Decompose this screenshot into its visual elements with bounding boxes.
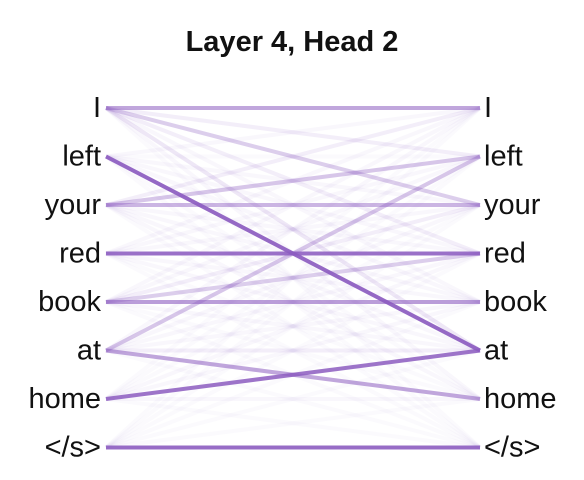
page-title: Layer 4, Head 2 (185, 26, 399, 58)
attention-line (105, 154, 481, 207)
source-token-label[interactable]: home (28, 383, 101, 415)
attention-line (105, 154, 481, 304)
attention-line (105, 106, 481, 159)
target-token-label[interactable]: left (484, 141, 523, 173)
target-token-label[interactable]: home (484, 383, 557, 415)
attention-line (105, 251, 481, 304)
attention-line (105, 106, 481, 207)
target-token-label[interactable]: book (484, 286, 547, 318)
attention-line (105, 154, 481, 353)
target-token-label[interactable]: </s> (484, 432, 540, 464)
attention-line (105, 348, 481, 401)
attention-line (105, 203, 481, 353)
attention-line (105, 203, 481, 353)
attention-line (105, 300, 481, 353)
attention-line (105, 106, 481, 256)
target-token-label[interactable]: at (484, 335, 508, 367)
source-token-label[interactable]: left (62, 141, 101, 173)
attention-line (104, 106, 482, 353)
target-token-label[interactable]: I (484, 92, 492, 124)
source-token-label[interactable]: I (93, 92, 101, 124)
attention-line (105, 154, 481, 207)
attention-line (104, 106, 482, 353)
target-token-label[interactable]: red (484, 238, 526, 270)
attention-line (105, 203, 481, 256)
attention-lines (104, 106, 482, 450)
attention-line (105, 154, 481, 256)
attention-line (105, 203, 481, 256)
target-token-label[interactable]: your (484, 189, 541, 221)
attention-line (105, 251, 481, 401)
source-token-label[interactable]: red (59, 238, 101, 270)
attention-line (105, 251, 481, 304)
source-token-label[interactable]: at (77, 335, 101, 367)
attention-line (105, 106, 481, 304)
attention-line (105, 300, 481, 353)
source-token-label[interactable]: your (45, 189, 102, 221)
attention-line (105, 154, 481, 256)
attention-line (105, 106, 481, 256)
attention-line (105, 154, 481, 304)
attention-line (105, 106, 481, 159)
attention-line (105, 106, 481, 304)
source-token-label[interactable]: </s> (45, 432, 101, 464)
source-token-label[interactable]: book (38, 286, 101, 318)
